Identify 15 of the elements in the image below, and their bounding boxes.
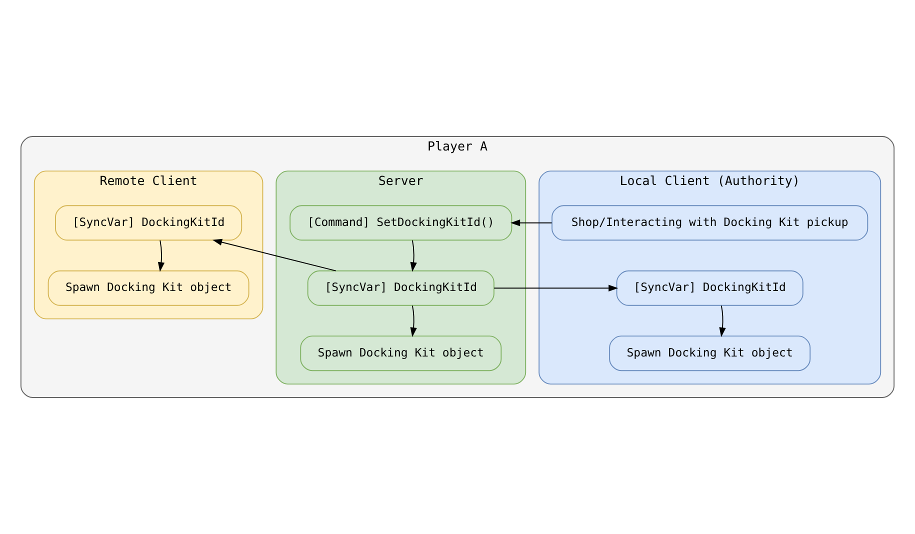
node-box: Spawn Docking Kit object: [48, 270, 250, 306]
arrow: [410, 305, 417, 338]
node-box: Shop/Interacting with Docking Kit pickup: [552, 205, 868, 241]
node-box: [SyncVar] DockingKitId: [55, 205, 242, 241]
arrow: [494, 284, 618, 292]
arrow: [510, 220, 552, 226]
node-box: [SyncVar] DockingKitId: [307, 270, 494, 306]
arrow: [212, 238, 336, 272]
node-box: Spawn Docking Kit object: [609, 336, 811, 372]
arrow: [158, 240, 165, 272]
node-box: [Command] SetDockingKitId(): [290, 205, 512, 241]
node-box: Spawn Docking Kit object: [300, 336, 502, 372]
arrow: [719, 305, 726, 338]
node-box: [SyncVar] DockingKitId: [616, 270, 804, 306]
arrow: [410, 240, 417, 272]
